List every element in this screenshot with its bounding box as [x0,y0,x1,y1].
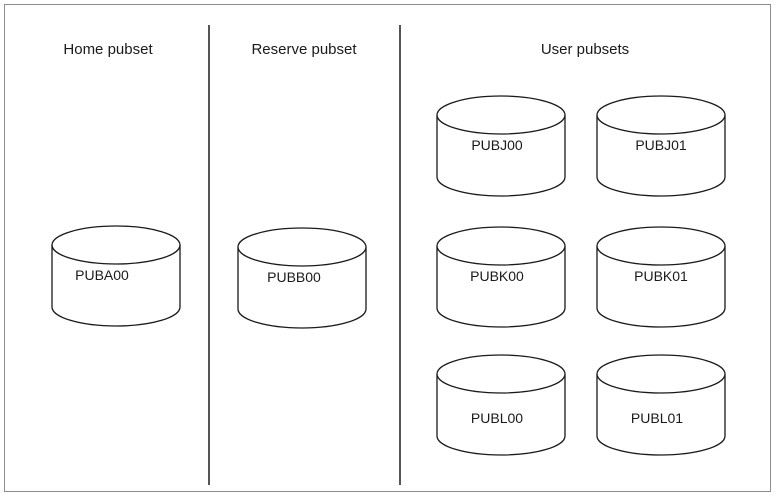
section-divider [399,25,401,485]
disk-label: PUBL00 [470,410,524,426]
disk-pubk01: PUBK01 [596,226,726,328]
disk-label: PUBJ01 [635,137,687,153]
disk-cylinder-icon [51,225,181,327]
disk-cylinder-icon [596,226,726,328]
disk-publ01: PUBL01 [596,354,726,456]
disk-label: PUBL01 [630,410,684,426]
disk-puba00: PUBA00 [51,225,181,327]
disk-label: PUBJ00 [471,137,523,153]
disk-label: PUBB00 [267,269,321,285]
disk-cylinder-icon [596,95,726,197]
disk-cylinder-icon [237,227,367,329]
user-pubsets-title: User pubsets [540,41,630,58]
disk-pubk00: PUBK00 [436,226,566,328]
disk-cylinder-icon [596,354,726,456]
disk-label: PUBK01 [634,268,688,284]
disk-cylinder-icon [436,354,566,456]
disk-pubb00: PUBB00 [237,227,367,329]
section-divider [208,25,210,485]
disk-cylinder-icon [436,95,566,197]
disk-cylinder-icon [436,226,566,328]
home-pubset-title: Home pubset [63,41,153,58]
diagram-frame: Home pubset Reserve pubset User pubsets … [4,4,771,492]
disk-pubj00: PUBJ00 [436,95,566,197]
disk-publ00: PUBL00 [436,354,566,456]
reserve-pubset-title: Reserve pubset [251,41,357,58]
disk-label: PUBA00 [75,267,129,283]
disk-pubj01: PUBJ01 [596,95,726,197]
disk-label: PUBK00 [470,268,524,284]
